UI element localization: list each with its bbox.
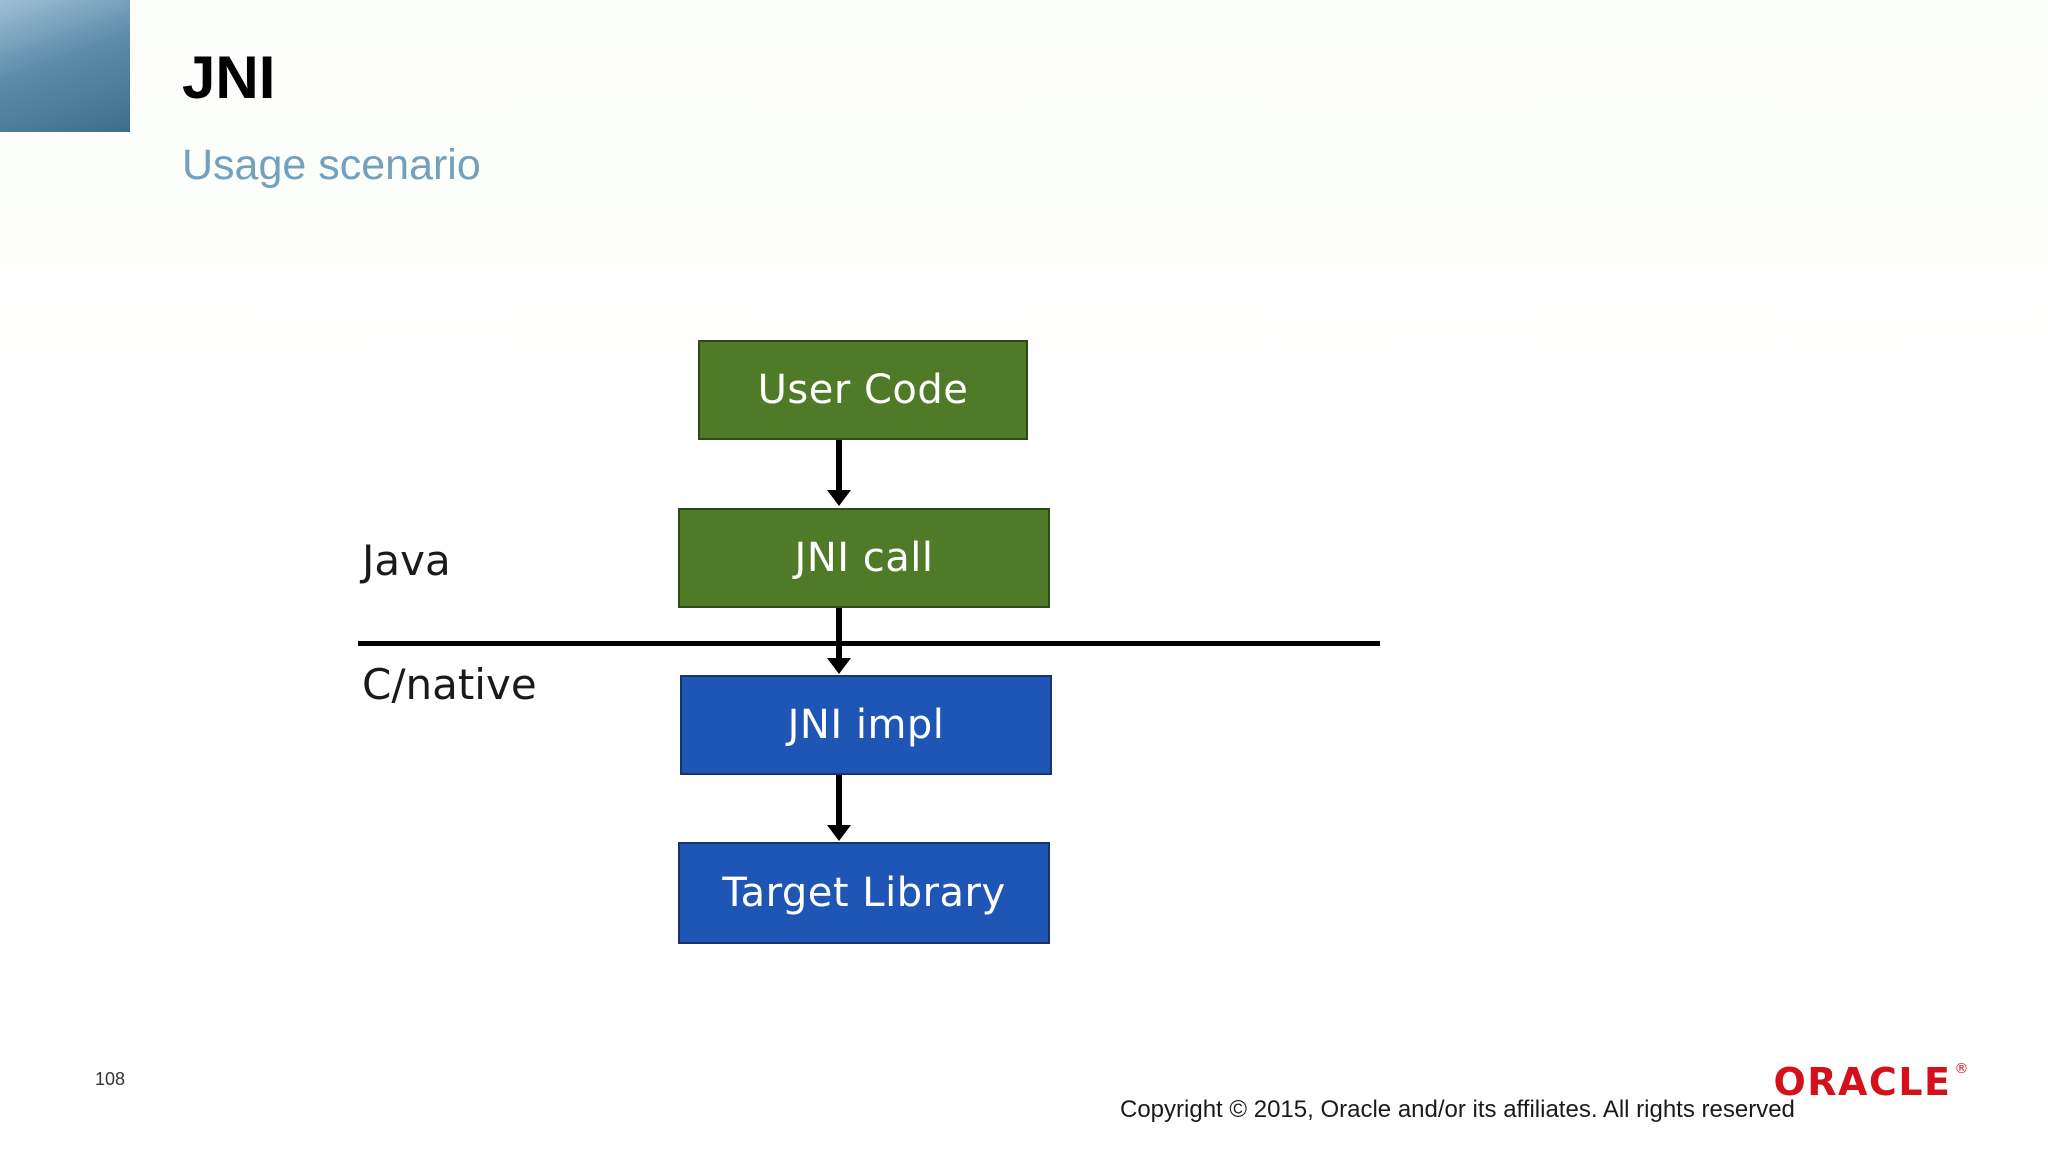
diagram-node-user-code: User Code [698,340,1028,440]
registered-trademark-icon: ® [1954,1061,1970,1077]
diagram-node-jni-impl: JNI impl [680,675,1052,775]
diagram-node-target-library: Target Library [678,842,1050,944]
page-title: JNI [182,44,276,111]
oracle-logo-text: ORACLE [1773,1060,1952,1104]
oracle-logo: ORACLE ® [1773,1060,1970,1104]
corner-accent-block [0,0,130,132]
page-number: 108 [95,1069,126,1089]
arrow-down-icon [827,440,851,506]
zone-label-java: Java [362,536,451,585]
page-subtitle: Usage scenario [182,141,481,189]
java-native-boundary-line [358,641,1380,646]
diagram-node-jni-call: JNI call [678,508,1050,608]
copyright-notice: Copyright © 2015, Oracle and/or its affi… [1120,1096,1795,1123]
jni-flow-diagram: Java C/native User Code JNI call JNI imp… [358,330,1590,970]
arrow-down-icon [827,775,851,841]
zone-label-cnative: C/native [362,660,537,709]
arrow-down-icon [827,608,851,674]
